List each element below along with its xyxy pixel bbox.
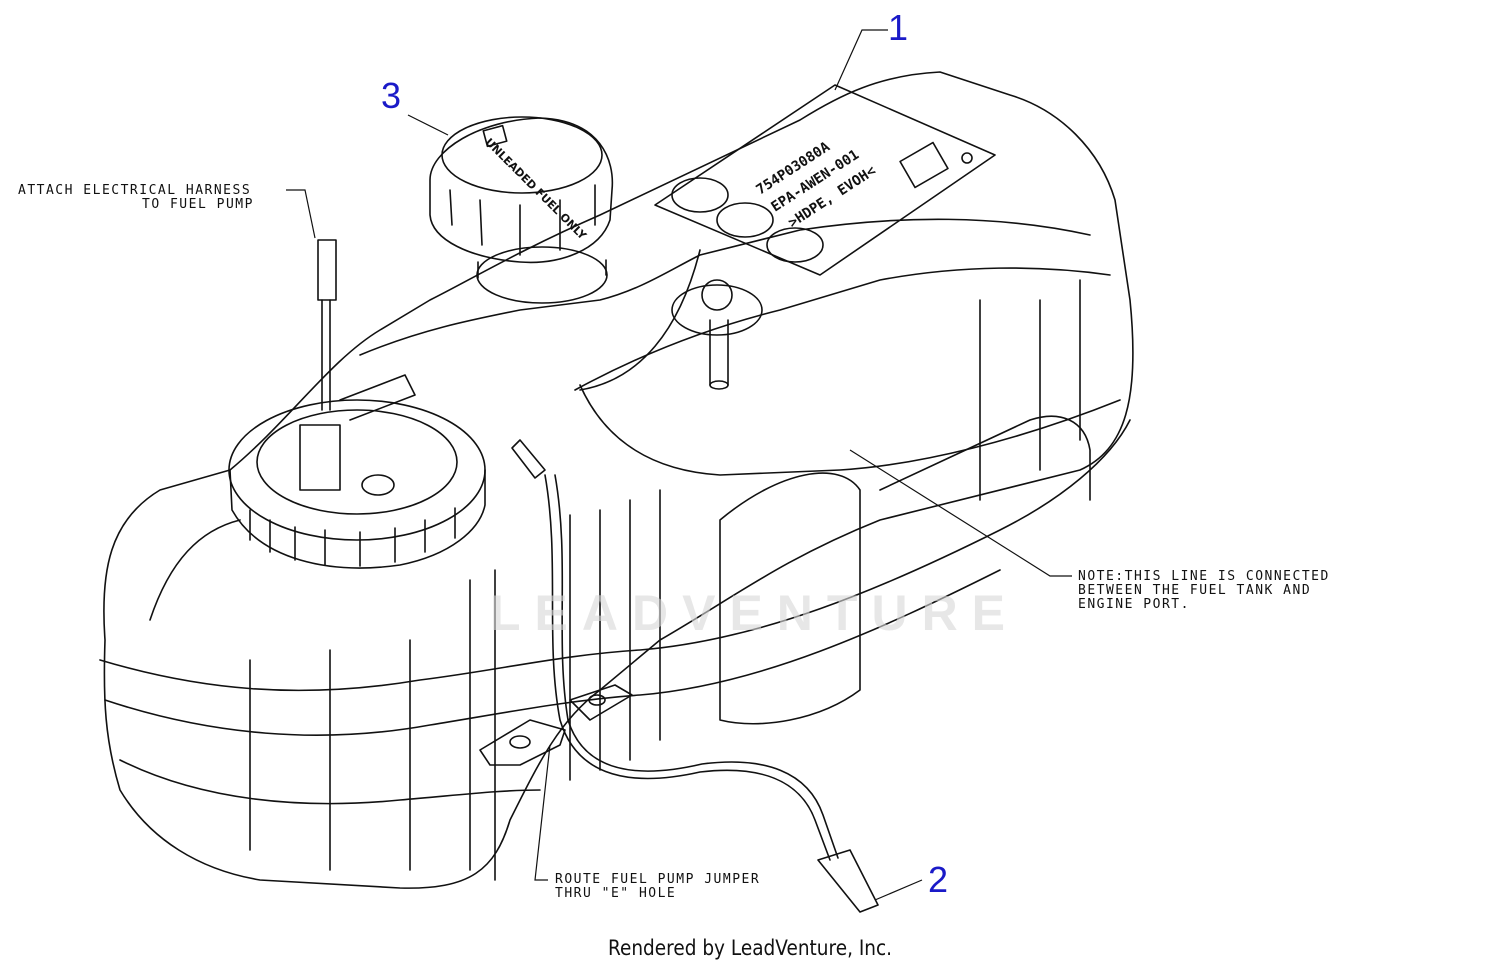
- tank-body-outline: [103, 71, 1134, 889]
- jumper-connector: [511, 439, 546, 479]
- plate-dot-2: [716, 202, 774, 238]
- harness-plug: [317, 239, 337, 301]
- cap-grips: [449, 184, 596, 256]
- leader-route: [534, 744, 551, 881]
- vent-stem-tip: [709, 380, 729, 390]
- harness-note-line-2: TO FUEL PUMP: [142, 197, 254, 212]
- tank-side-panel: [469, 569, 496, 881]
- tank-contour-1: [149, 519, 411, 871]
- harness-wire: [321, 299, 331, 411]
- leader-harness: [286, 189, 316, 239]
- vent-nut: [701, 279, 733, 311]
- tank-front-ridge: [579, 249, 701, 391]
- label-plate: [654, 84, 996, 276]
- line-note-2: BETWEEN THE FUEL TANK AND: [1078, 583, 1312, 598]
- pump-port: [361, 474, 395, 496]
- registered-mark: [961, 152, 973, 164]
- watermark: LEADVENTURE: [490, 585, 1020, 641]
- jumper-hose: [544, 474, 831, 861]
- route-note-2: THRU "E" HOLE: [555, 886, 677, 901]
- tank-top-edge: [359, 218, 1091, 356]
- callout-1: 1: [888, 7, 909, 48]
- leader-3: [407, 114, 449, 136]
- recycle-logo: [899, 141, 949, 189]
- route-note-1: ROUTE FUEL PUMP JUMPER: [555, 872, 761, 887]
- line-note-1: NOTE:THIS LINE IS CONNECTED: [1078, 569, 1330, 584]
- vent-stem: [709, 319, 729, 386]
- bracket-left-hole: [509, 735, 531, 749]
- bracket-right: [569, 684, 633, 721]
- plate-dot-3: [766, 227, 824, 263]
- harness-note-line-1: ATTACH ELECTRICAL HARNESS: [18, 183, 252, 198]
- pump-ring-outer: [228, 399, 486, 541]
- line-note-3: ENGINE PORT.: [1078, 597, 1190, 612]
- tank-lower-band: [99, 419, 1131, 692]
- tank-mid-ridge: [574, 267, 1111, 391]
- fuel-icon: [482, 124, 508, 148]
- bracket-right-hole: [588, 694, 606, 706]
- tank-contour-2: [979, 279, 1081, 501]
- plate-dot-1: [671, 177, 729, 213]
- tank-lower-band-2: [104, 569, 1001, 736]
- callout-3: 3: [381, 75, 402, 116]
- tank-base-band: [119, 759, 541, 805]
- pump-ring-inner: [256, 409, 458, 515]
- fuel-cap-top: [441, 116, 603, 194]
- jumper-end: [817, 849, 879, 913]
- fuel-cap-body: [429, 117, 614, 264]
- tank-right-panel: [879, 415, 1091, 501]
- leader-2: [874, 879, 923, 901]
- cap-neck-base: [476, 246, 608, 304]
- cap-neck: [477, 259, 607, 279]
- vent-base: [671, 284, 763, 336]
- tank-side-panel-2: [569, 489, 661, 781]
- callout-2: 2: [928, 859, 949, 900]
- pump-ring-teeth: [249, 507, 456, 567]
- footer-credit: Rendered by LeadVenture, Inc.: [607, 936, 893, 960]
- tank-side-ridge: [579, 384, 1121, 476]
- leader-note: [849, 449, 1072, 577]
- pump-outlet: [339, 374, 416, 421]
- bracket-left: [479, 719, 566, 766]
- jumper-hose-2: [554, 474, 839, 859]
- pump-connector: [299, 424, 341, 491]
- pump-ring-side: [229, 469, 486, 569]
- tank-recess: [719, 472, 861, 725]
- leader-1: [834, 29, 888, 91]
- cap-label: UNLEADED FUEL ONLY: [483, 136, 590, 243]
